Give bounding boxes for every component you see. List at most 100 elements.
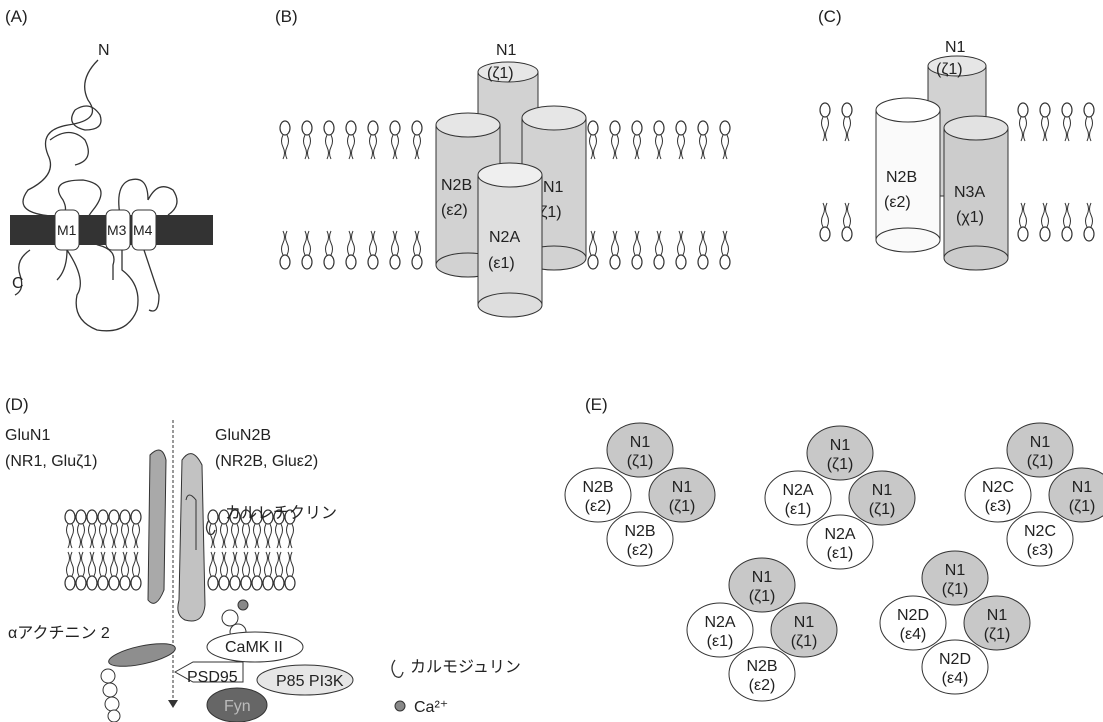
subunit-text: N2D [939,651,971,668]
lipid-molecule [120,552,130,590]
lipid-molecule [1018,103,1028,141]
lipid-molecule [390,121,400,159]
lipid-molecule [109,552,119,590]
subunit-text: N1 [630,434,651,451]
subunit-text: (ε4) [900,626,927,643]
lipid-molecule [610,231,620,269]
glun2b-subunit [178,454,205,621]
subunit-text: (ε3) [1027,542,1054,559]
lipid-molecule [280,231,290,269]
subunit-text: (ζ1) [1027,453,1054,470]
lipid-molecule [302,231,312,269]
subunit-text: (ζ1) [984,626,1011,643]
m1-label: M1 [57,222,77,238]
lipid-molecule [588,231,598,269]
lipid-molecule [65,552,75,590]
subunit-alias: (ε2) [884,194,911,211]
lipid-molecule [368,231,378,269]
lipid-molecule [390,231,400,269]
lipid-molecule [208,552,218,590]
panel-c-label: (C) [818,7,842,26]
lipid-molecule [1018,203,1028,241]
lipid-molecule [76,552,86,590]
subunit-name: N3A [954,184,985,201]
c-terminus-label: C [12,275,24,292]
subunit-text: N2D [897,607,929,624]
lipid-molecule [1062,203,1072,241]
lipid-molecule [698,121,708,159]
subunit-text: N2C [1024,523,1056,540]
subunit-text: (ε4) [942,670,969,687]
lipid-molecule [280,121,290,159]
lipid-molecule [720,121,730,159]
glun1-subunit [148,450,166,603]
lipid-molecule [1040,203,1050,241]
panel-e-label: (E) [585,395,608,414]
lipid-molecule [368,121,378,159]
lipid-molecule [654,121,664,159]
subunit-text: N1 [1072,479,1093,496]
lipid-molecule [698,231,708,269]
subunit-name: N1 [543,179,564,196]
lipid-molecule [76,510,86,548]
subunit-text: N1 [987,607,1008,624]
p85-label: P85 PI3K [276,673,344,690]
m3-label: M3 [107,222,127,238]
subunit-text: N2B [624,523,655,540]
lipid-molecule [230,552,240,590]
panel-b-label: (B) [275,7,298,26]
lipid-molecule [131,552,141,590]
fyn-label: Fyn [224,698,251,715]
subunit-alias: (χ1) [956,209,984,226]
lipid-molecule [346,231,356,269]
subunit-text: (ζ1) [749,588,776,605]
subunit-text: N2C [982,479,1014,496]
lipid-molecule [1040,103,1050,141]
lipid-molecule [274,552,284,590]
subunit-text: (ζ1) [791,633,818,650]
subunit-name: N2A [489,229,520,246]
glun2b-alias: (NR2B, Gluε2) [215,453,318,470]
panel-a: (A) N M1 M3 M4 C [5,7,213,331]
panel-d: (D) GluN1 (NR1, Gluζ1) GluN2B (NR2B, Glu… [5,395,521,722]
panel-d-label: (D) [5,395,29,414]
lipid-molecule [820,103,830,141]
subunit-text: (ε2) [585,498,612,515]
lipid-molecule [1084,203,1094,241]
lipid-molecule [1062,103,1072,141]
lipid-molecule [610,121,620,159]
subunit-text: (ζ1) [669,498,696,515]
actinin-bead-chain [101,669,120,722]
lipid-molecule [676,231,686,269]
lipid-molecule [324,121,334,159]
subunit-text: (ε1) [785,501,812,518]
actinin-label: αアクチニン 2 [8,624,110,642]
subunit-text: N1 [872,482,893,499]
lipid-molecule [252,552,262,590]
lipid-molecule [820,203,830,241]
calmodulin-label: カルモジュリン [410,659,521,676]
subunit-text: (ε1) [707,633,734,650]
lipid-molecule [131,510,141,548]
lipid-molecule [263,552,273,590]
subunit-text: (ζ1) [627,453,654,470]
subunit-text: N2A [824,526,855,543]
subunit-text: N1 [752,569,773,586]
actinin-shape [107,639,177,671]
subunit-text: N2A [782,482,813,499]
lipid-molecule [412,231,422,269]
lipid-molecule [632,121,642,159]
lipid-molecule [346,121,356,159]
subunit-text: (ε2) [627,542,654,559]
subunit-text: N1 [830,437,851,454]
calmodulin-icon [392,660,403,677]
lipid-molecule [109,510,119,548]
lipid-molecule [720,231,730,269]
panel-e: (E) N1(ζ1)N2B(ε2)N1(ζ1)N2B(ε2)N1(ζ1)N2A(… [565,395,1103,701]
subunit-alias: (ε2) [441,202,468,219]
glun1-label: GluN1 [5,427,50,444]
subunit-text: N1 [672,479,693,496]
panel-a-label: (A) [5,7,28,26]
lipid-molecule [588,121,598,159]
